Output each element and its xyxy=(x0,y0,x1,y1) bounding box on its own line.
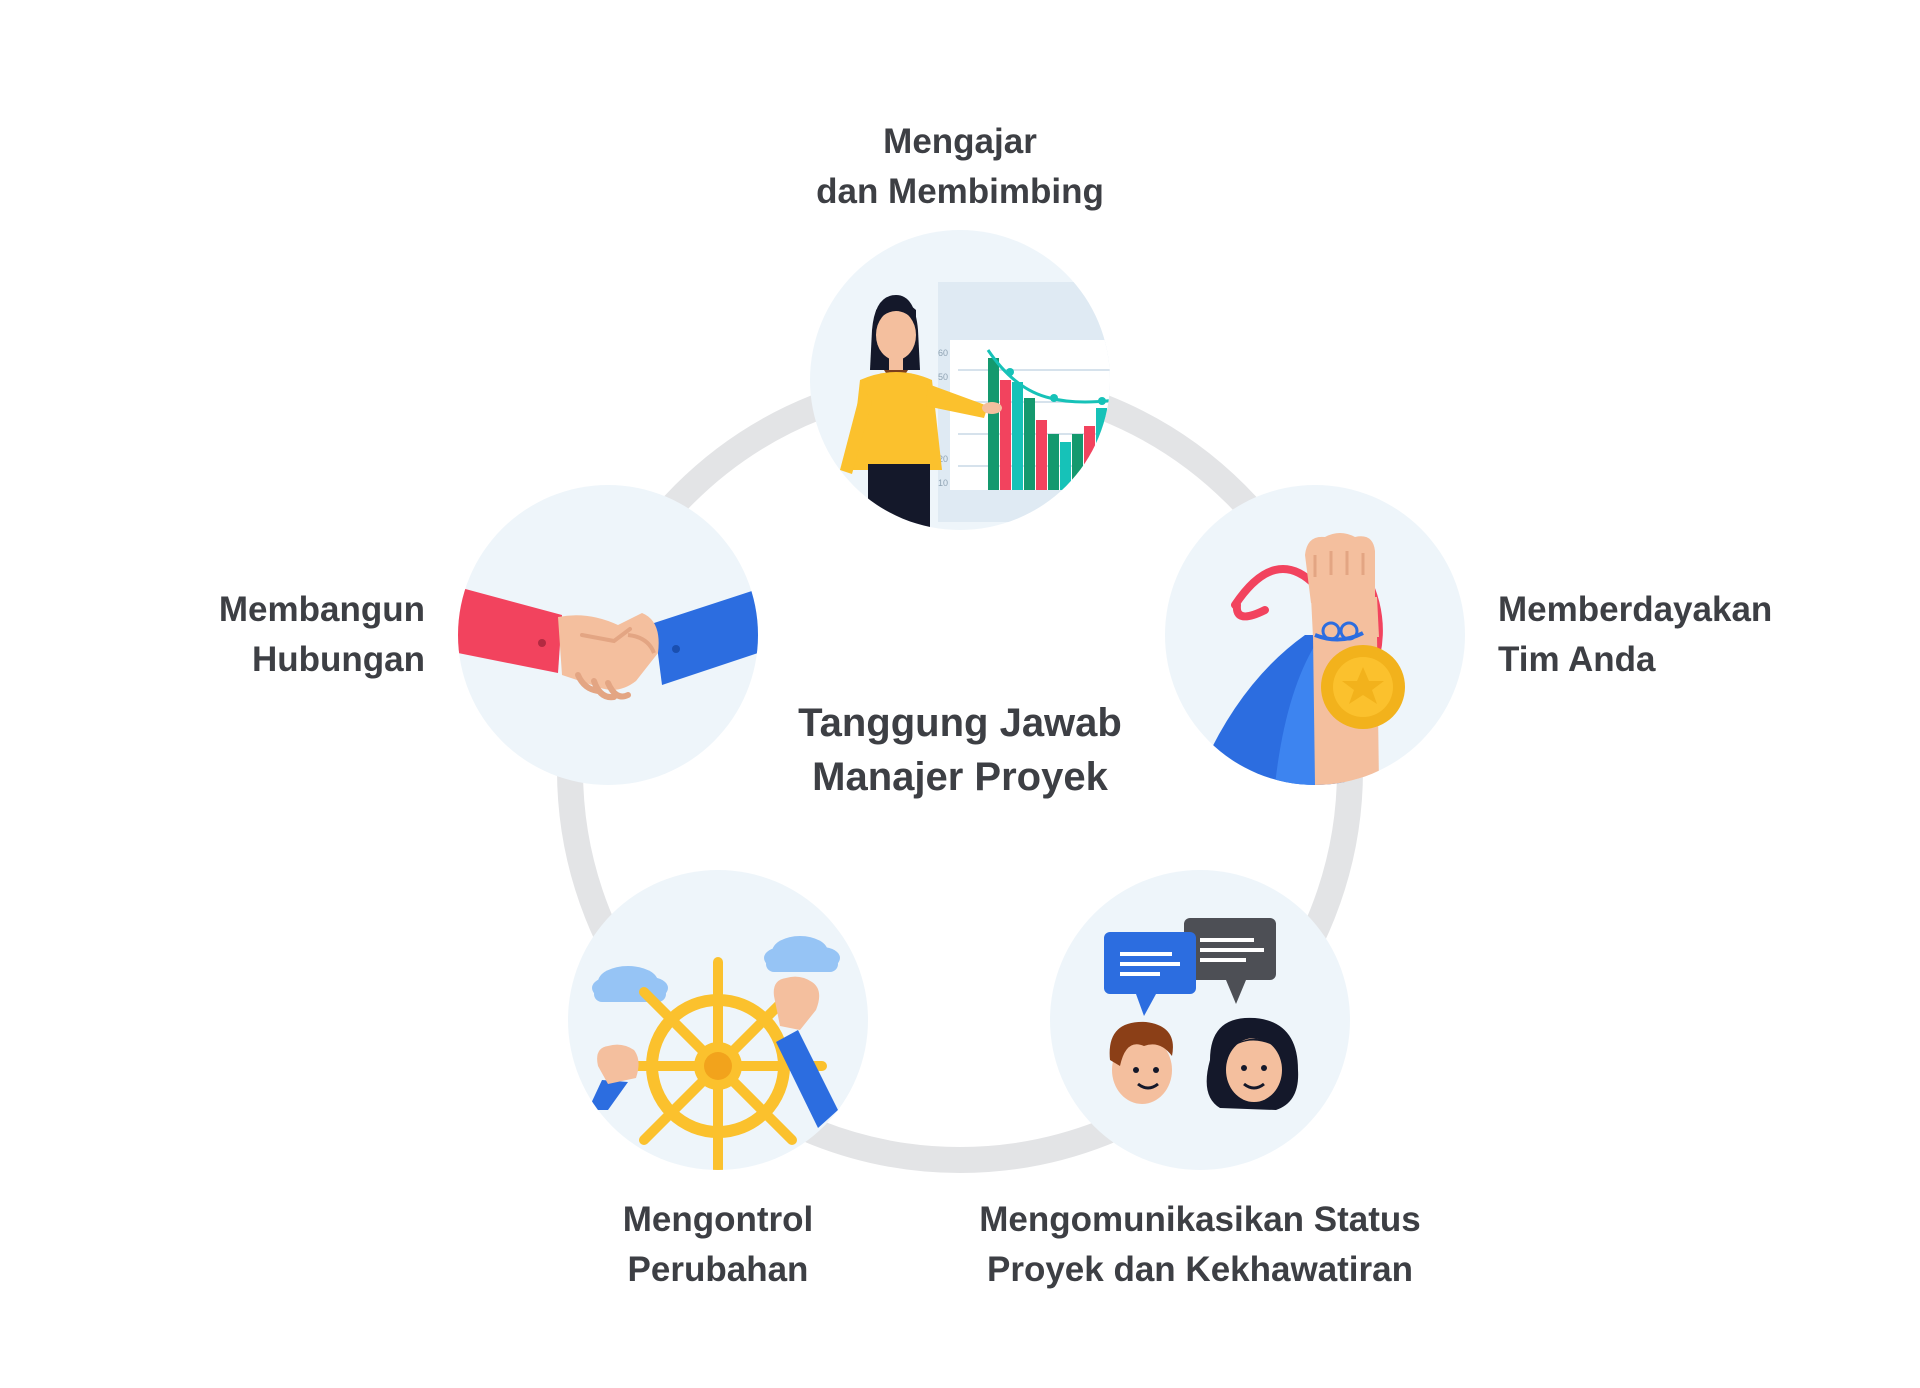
label-control-line2: Perubahan xyxy=(627,1250,809,1289)
label-empower-line1: Memberdayakan xyxy=(1498,590,1773,629)
handshake-icon xyxy=(458,587,758,701)
label-relationship-line1: Membangun xyxy=(218,590,425,629)
label-communicate-line2: Proyek dan Kekhawatiran xyxy=(987,1250,1413,1289)
center-title-line1: Tanggung Jawab xyxy=(798,701,1122,745)
label-control: Mengontrol Perubahan xyxy=(538,1195,898,1295)
node-teaching: 60 50 20 10 xyxy=(810,230,1110,530)
label-relationship: Membangun Hubungan xyxy=(130,585,425,685)
label-relationship-line2: Hubungan xyxy=(251,640,425,679)
medal-fist-icon xyxy=(1195,533,1405,785)
node-relationship xyxy=(458,485,758,785)
chart-tick-10: 10 xyxy=(938,478,948,488)
chart-tick-50: 50 xyxy=(938,372,948,382)
node-communicate xyxy=(1050,870,1350,1170)
label-teaching-line2: dan Membimbing xyxy=(816,172,1104,211)
label-teaching-line1: Mengajar xyxy=(883,122,1037,161)
chart-tick-60: 60 xyxy=(938,348,948,358)
node-empower xyxy=(1165,485,1465,785)
label-empower-line2: Tim Anda xyxy=(1498,640,1656,679)
label-communicate-line1: Mengomunikasikan Status xyxy=(979,1200,1421,1239)
label-control-line1: Mengontrol xyxy=(622,1200,814,1239)
chart-tick-20: 20 xyxy=(938,454,948,464)
label-teaching: Mengajar dan Membimbing xyxy=(760,117,1160,217)
center-title-line2: Manajer Proyek xyxy=(812,755,1108,799)
conversation-icon xyxy=(1104,918,1299,1110)
ship-wheel-icon xyxy=(588,936,840,1170)
center-title: Tanggung Jawab Manajer Proyek xyxy=(760,696,1160,804)
label-empower: Memberdayakan Tim Anda xyxy=(1498,585,1772,685)
node-control xyxy=(568,870,868,1170)
teacher-presentation-icon: 60 50 20 10 xyxy=(840,282,1110,530)
label-communicate: Mengomunikasikan Status Proyek dan Kekha… xyxy=(940,1195,1460,1295)
